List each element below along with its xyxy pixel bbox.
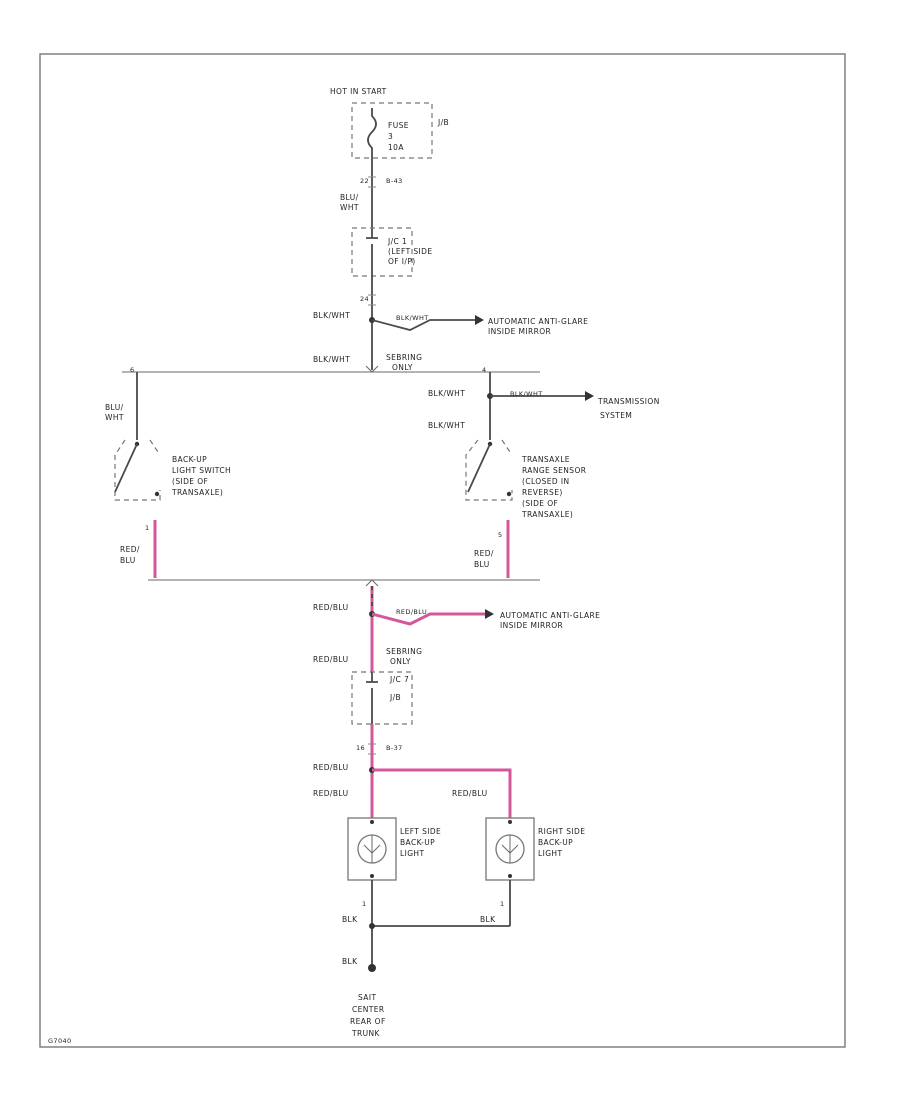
wire-blk-2: BLK bbox=[480, 915, 496, 924]
jc1-label-1: J/C 1 bbox=[387, 237, 407, 246]
dest-transmission-1: TRANSMISSION bbox=[597, 397, 660, 406]
right-switch-label-5: (SIDE OF bbox=[522, 499, 558, 508]
left-lamp-label-3: LIGHT bbox=[400, 849, 424, 858]
splice-ground bbox=[369, 923, 375, 929]
arrow-icon-transmission bbox=[585, 391, 594, 401]
dest-transmission-2: SYSTEM bbox=[600, 411, 632, 420]
note-sebring-bottom-2: ONLY bbox=[390, 657, 411, 666]
conn-bottom-id: B-37 bbox=[386, 744, 403, 752]
right-switch-label-3: (CLOSED IN bbox=[522, 477, 569, 486]
ground-icon bbox=[368, 964, 376, 972]
junction-connector-7: J/C 7 J/B bbox=[351, 671, 413, 725]
right-lamp-pin: 1 bbox=[500, 900, 505, 908]
ground-label-4: TRUNK bbox=[351, 1029, 380, 1038]
ground-label-2: CENTER bbox=[352, 1005, 385, 1014]
wire-blu-wht-1b: WHT bbox=[340, 203, 359, 212]
wire-right-red-2: BLU bbox=[474, 560, 490, 569]
right-lamp-label-3: LIGHT bbox=[538, 849, 562, 858]
dest-mirror-top-2: INSIDE MIRROR bbox=[488, 327, 551, 336]
jc1-label-3: OF I/P) bbox=[388, 257, 416, 266]
junction-connector-1: J/C 1 (LEFT SIDE OF I/P) bbox=[351, 227, 432, 277]
dest-mirror-bottom-2: INSIDE MIRROR bbox=[500, 621, 563, 630]
wire-left-red-2: BLU bbox=[120, 556, 136, 565]
dest-mirror-bottom-1: AUTOMATIC ANTI-GLARE bbox=[500, 611, 600, 620]
wire-blu-wht-1a: BLU/ bbox=[340, 193, 359, 202]
wire-right-blk-wht-2: BLK/WHT bbox=[428, 421, 465, 430]
right-pin-top: 4 bbox=[482, 366, 487, 374]
wire-right-blk-wht: BLK/WHT bbox=[428, 389, 465, 398]
wire-red-blu-3: RED/BLU bbox=[313, 763, 349, 772]
left-lamp-label-1: LEFT SIDE bbox=[400, 827, 441, 836]
wire-blk-wht-bus: BLK/WHT bbox=[313, 355, 350, 364]
right-switch-label-2: RANGE SENSOR bbox=[522, 466, 586, 475]
left-switch-label-2: LIGHT SWITCH bbox=[172, 466, 231, 475]
jc7-location: J/B bbox=[389, 693, 401, 702]
fuse-label-1: FUSE bbox=[388, 121, 409, 130]
dest-mirror-top-1: AUTOMATIC ANTI-GLARE bbox=[488, 317, 588, 326]
figure-id: G7040 bbox=[48, 1037, 72, 1045]
right-pin-bottom: 5 bbox=[498, 531, 503, 539]
backup-light-switch bbox=[114, 439, 161, 501]
jc7-label: J/C 7 bbox=[389, 675, 409, 684]
fuse-label-3: 10A bbox=[388, 143, 404, 152]
wire-red-blu-1: RED/BLU bbox=[313, 603, 349, 612]
fuse-element-icon bbox=[367, 108, 377, 158]
left-pin-top: 6 bbox=[130, 366, 135, 374]
right-switch-label-1: TRANSAXLE bbox=[521, 455, 570, 464]
fuse-label-2: 3 bbox=[388, 132, 393, 141]
wire-left-blu-1: BLU/ bbox=[105, 403, 124, 412]
left-pin-bottom: 1 bbox=[145, 524, 150, 532]
conn-top-pin: 22 bbox=[360, 177, 369, 185]
fuse-location: J/B bbox=[437, 118, 449, 127]
conn-top-id: B-43 bbox=[386, 177, 403, 185]
jc1-label-2: (LEFT SIDE bbox=[388, 247, 432, 256]
conn-jc-pin: 24 bbox=[360, 295, 369, 303]
right-backup-lamp bbox=[485, 817, 535, 881]
ground-label-1: SAIT bbox=[358, 993, 376, 1002]
left-switch-label-4: TRANSAXLE) bbox=[171, 488, 223, 497]
arrow-icon-mirror-top bbox=[475, 315, 484, 325]
ground-label-3: REAR OF bbox=[350, 1017, 386, 1026]
arrow-icon-mirror-bottom bbox=[485, 609, 494, 619]
left-switch-label-1: BACK-UP bbox=[172, 455, 207, 464]
right-lamp-label-1: RIGHT SIDE bbox=[538, 827, 585, 836]
wire-blk-wht-branch: BLK/WHT bbox=[396, 314, 429, 322]
note-sebring-top-1: SEBRING bbox=[386, 353, 422, 362]
wire-blk-3: BLK bbox=[342, 957, 358, 966]
fuse-box: FUSE 3 10A J/B bbox=[351, 102, 449, 159]
right-lamp-label-2: BACK-UP bbox=[538, 838, 573, 847]
wire-blk-wht-jc: BLK/WHT bbox=[313, 311, 350, 320]
left-backup-lamp bbox=[347, 817, 397, 881]
wire-left-red-1: RED/ bbox=[120, 545, 140, 554]
right-switch-label-4: REVERSE) bbox=[522, 488, 563, 497]
left-lamp-pin: 1 bbox=[362, 900, 367, 908]
wire-red-blu-2: RED/BLU bbox=[313, 655, 349, 664]
left-switch-label-3: (SIDE OF bbox=[172, 477, 208, 486]
note-sebring-top-2: ONLY bbox=[392, 363, 413, 372]
conn-bottom-pin: 16 bbox=[356, 744, 365, 752]
power-label: HOT IN START bbox=[330, 87, 387, 96]
wire-blk-1: BLK bbox=[342, 915, 358, 924]
wire-right-red-1: RED/ bbox=[474, 549, 494, 558]
right-switch-label-6: TRANSAXLE) bbox=[521, 510, 573, 519]
wire-red-blu-5: RED/BLU bbox=[452, 789, 488, 798]
wire-right-branch: BLK/WHT bbox=[510, 390, 543, 398]
diagram-frame bbox=[39, 53, 846, 1048]
left-lamp-label-2: BACK-UP bbox=[400, 838, 435, 847]
wire-red-blu-branch: RED/BLU bbox=[396, 608, 427, 616]
wire-red-blu-4: RED/BLU bbox=[313, 789, 349, 798]
wire-left-blu-2: WHT bbox=[105, 413, 124, 422]
transaxle-range-sensor bbox=[465, 439, 513, 501]
note-sebring-bottom-1: SEBRING bbox=[386, 647, 422, 656]
